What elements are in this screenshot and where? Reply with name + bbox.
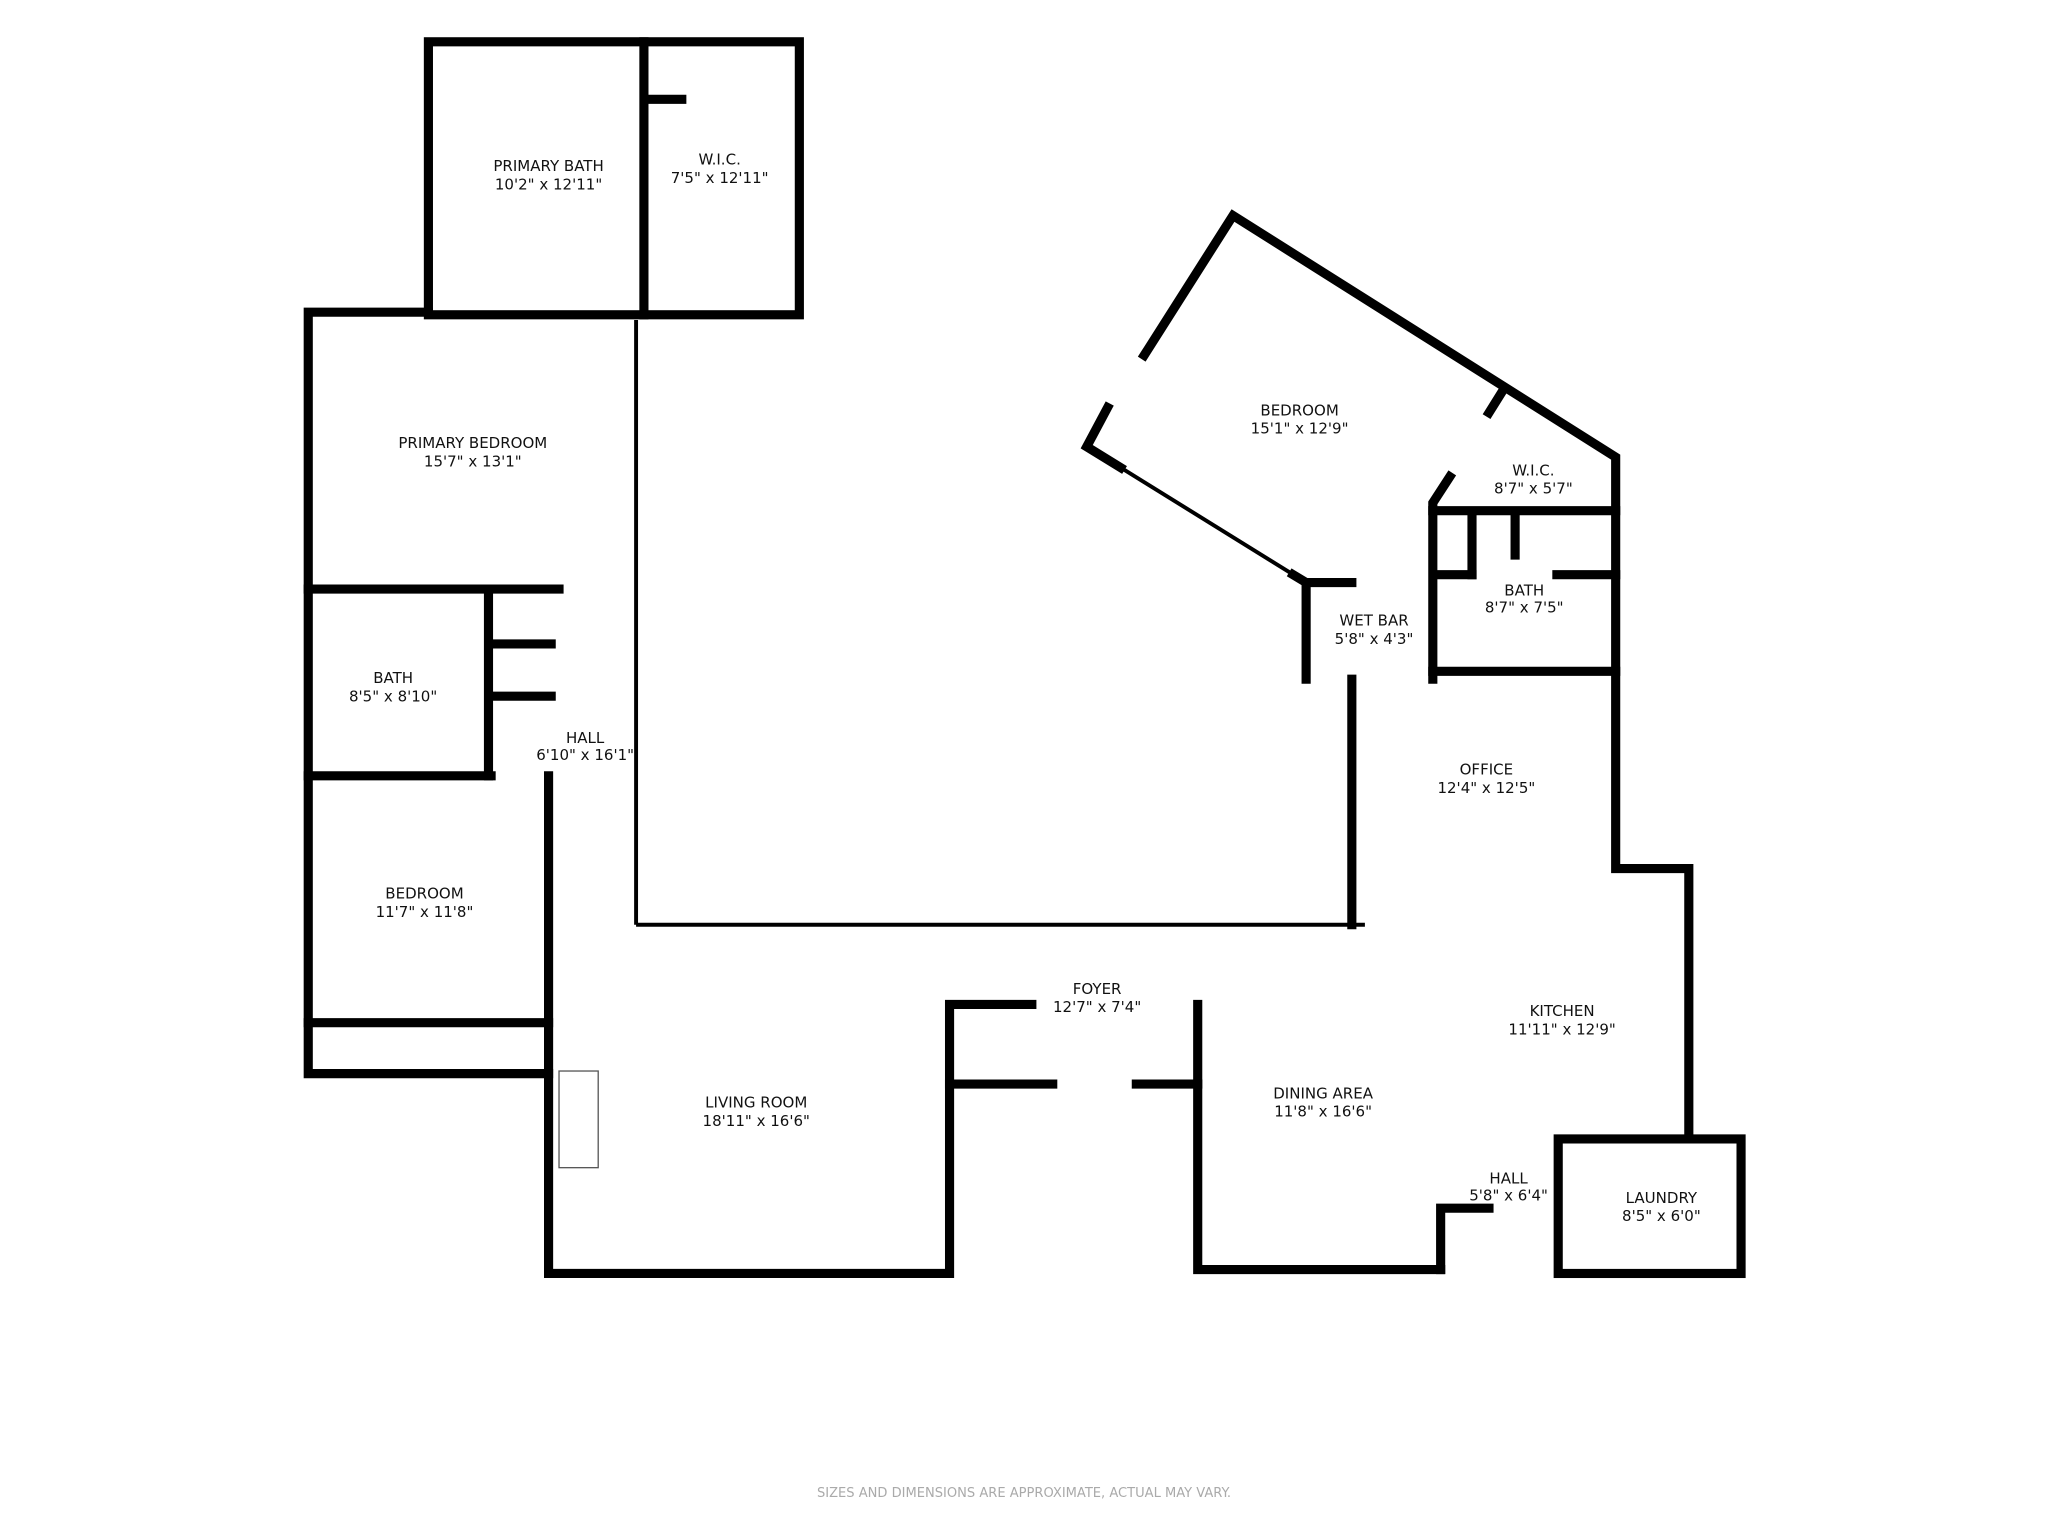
room-size: 8'7" x 7'5" <box>1485 599 1564 617</box>
room-size: 7'5" x 12'11" <box>671 169 769 187</box>
room-name: DINING AREA <box>1273 1084 1373 1102</box>
room-size: 12'7" x 7'4" <box>1053 998 1141 1016</box>
room-name: BEDROOM <box>1260 401 1338 419</box>
room-size: 11'11" x 12'9" <box>1508 1020 1615 1038</box>
room-name: HALL <box>566 729 605 747</box>
room-name: BATH <box>1504 582 1544 600</box>
room-name: KITCHEN <box>1530 1002 1595 1020</box>
room-name: W.I.C. <box>1512 461 1554 479</box>
room-name: LAUNDRY <box>1626 1189 1698 1207</box>
room-size: 11'8" x 16'6" <box>1274 1103 1372 1121</box>
room-name: LIVING ROOM <box>705 1094 807 1112</box>
room-size: 5'8" x 4'3" <box>1335 630 1414 648</box>
room-size: 15'1" x 12'9" <box>1251 420 1349 438</box>
room-size: 15'7" x 13'1" <box>424 452 522 470</box>
room-name: BEDROOM <box>385 885 463 903</box>
room-name: FOYER <box>1073 980 1122 998</box>
walls <box>303 37 1746 1279</box>
room-labels: PRIMARY BATH 10'2" x 12'11" W.I.C. 7'5" … <box>349 151 1701 1226</box>
room-name: PRIMARY BATH <box>493 157 603 175</box>
room-size: 8'7" x 5'7" <box>1494 480 1573 498</box>
room-size: 5'8" x 6'4" <box>1469 1186 1548 1204</box>
room-size: 12'4" x 12'5" <box>1437 779 1535 797</box>
room-size: 18'11" x 16'6" <box>703 1112 810 1130</box>
room-name: HALL <box>1489 1169 1528 1187</box>
room-size: 6'10" x 16'1" <box>536 746 634 764</box>
room-size: 10'2" x 12'11" <box>495 175 602 193</box>
room-name: OFFICE <box>1460 761 1514 779</box>
room-name: PRIMARY BEDROOM <box>398 434 547 452</box>
room-name: BATH <box>373 669 413 687</box>
disclaimer: SIZES AND DIMENSIONS ARE APPROXIMATE, AC… <box>817 1486 1231 1501</box>
room-size: 8'5" x 6'0" <box>1622 1207 1701 1225</box>
room-name: W.I.C. <box>698 151 740 169</box>
room-size: 8'5" x 8'10" <box>349 687 437 705</box>
room-name: WET BAR <box>1339 612 1408 630</box>
room-size: 11'7" x 11'8" <box>376 903 474 921</box>
